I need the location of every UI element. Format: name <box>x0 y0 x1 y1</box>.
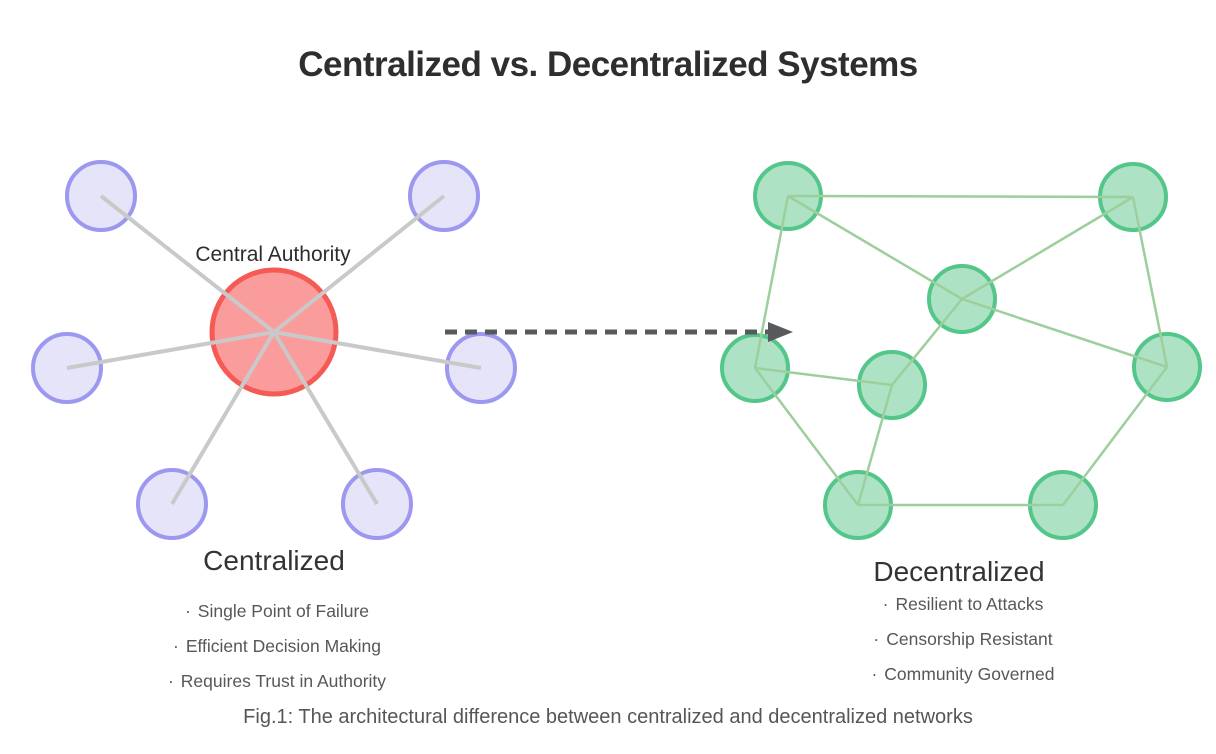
page-title: Centralized vs. Decentralized Systems <box>298 45 918 85</box>
bullet-item: · Community Governed <box>763 657 1163 692</box>
decentralized-edge <box>961 297 1168 369</box>
bullet-dot: · <box>184 601 191 621</box>
decentralized-edge <box>961 195 1134 301</box>
bullet-text: Censorship Resistant <box>886 629 1053 649</box>
bullet-item: · Single Point of Failure <box>77 594 477 629</box>
centralized-edge <box>99 194 276 334</box>
bullet-dot: · <box>882 594 889 614</box>
decentralized-edge <box>1062 366 1168 506</box>
bullet-item: · Requires Trust in Authority <box>77 664 477 699</box>
centralized-edge <box>66 330 275 370</box>
bullet-item: · Efficient Decision Making <box>77 629 477 664</box>
decentralized-edge <box>891 298 963 386</box>
decentralized-edge <box>754 367 859 506</box>
decentralized-bullet-list: · Resilient to Attacks · Censorship Resista… <box>763 587 1163 692</box>
bullet-text: Single Point of Failure <box>197 601 370 621</box>
centralized-edge <box>170 330 276 506</box>
centralized-edge <box>272 330 379 506</box>
bullet-dot: · <box>873 629 880 649</box>
centralized-bullet-list: · Single Point of Failure · Efficient Decis… <box>77 594 477 699</box>
bullet-dot: · <box>167 671 174 691</box>
decentralized-edge <box>856 384 894 506</box>
bullet-text: Community Governed <box>884 664 1055 684</box>
decentralized-edge <box>787 194 963 301</box>
centralized-network <box>31 160 517 540</box>
transition-arrowhead-icon <box>768 322 793 342</box>
decentralized-network <box>720 161 1202 540</box>
bullet-text: Resilient to Attacks <box>895 594 1044 614</box>
bullet-text: Requires Trust in Authority <box>180 671 387 691</box>
figure-caption: Fig.1: The architectural difference betw… <box>243 706 973 728</box>
decentralized-edge <box>787 194 1134 199</box>
bullet-item: · Resilient to Attacks <box>763 587 1163 622</box>
centralized-edge <box>272 194 446 334</box>
bullet-item: · Censorship Resistant <box>763 622 1163 657</box>
bullet-dot: · <box>172 636 179 656</box>
decentralized-edge <box>753 195 790 369</box>
decentralized-edge <box>754 366 893 387</box>
centralized-edge <box>273 330 482 370</box>
central-authority-label: Central Authority <box>195 243 351 266</box>
decentralized-edge <box>1131 196 1169 368</box>
centralized-heading: Centralized <box>203 545 345 576</box>
decentralized-heading: Decentralized <box>873 556 1045 587</box>
bullet-dot: · <box>871 664 878 684</box>
bullet-text: Efficient Decision Making <box>185 636 381 656</box>
